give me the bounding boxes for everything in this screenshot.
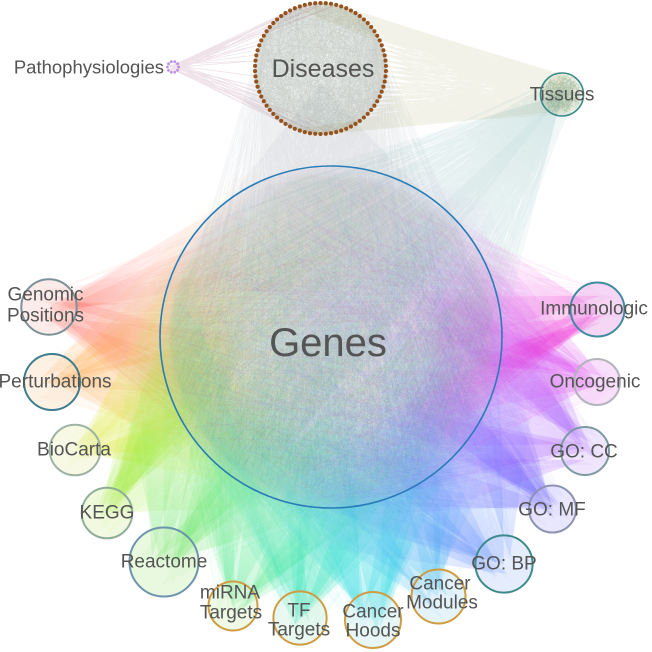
svg-text:Reactome: Reactome [121, 552, 208, 573]
svg-text:Targets: Targets [268, 620, 330, 641]
svg-text:KEGG: KEGG [80, 503, 135, 524]
svg-text:Immunologic: Immunologic [540, 299, 648, 320]
svg-text:GO: BP: GO: BP [471, 554, 536, 575]
svg-text:Genomic: Genomic [7, 285, 83, 306]
svg-text:Positions: Positions [7, 306, 84, 327]
svg-text:TF: TF [287, 601, 310, 622]
svg-text:miRNA: miRNA [200, 583, 260, 604]
svg-text:Diseases: Diseases [272, 55, 375, 83]
svg-text:GO: MF: GO: MF [518, 500, 586, 521]
svg-text:Perturbations: Perturbations [0, 372, 112, 393]
svg-text:Modules: Modules [406, 593, 478, 614]
svg-text:BioCarta: BioCarta [37, 440, 111, 461]
svg-text:Genes: Genes [269, 321, 387, 365]
svg-text:Pathophysiologies: Pathophysiologies [14, 57, 164, 78]
svg-text:Hoods: Hoods [346, 621, 401, 642]
svg-text:GO: CC: GO: CC [550, 442, 618, 463]
svg-text:Targets: Targets [200, 603, 262, 624]
svg-text:Oncogenic: Oncogenic [550, 372, 641, 393]
svg-text:Tissues: Tissues [530, 85, 595, 106]
svg-text:Cancer: Cancer [342, 602, 404, 623]
svg-text:Cancer: Cancer [409, 574, 471, 595]
